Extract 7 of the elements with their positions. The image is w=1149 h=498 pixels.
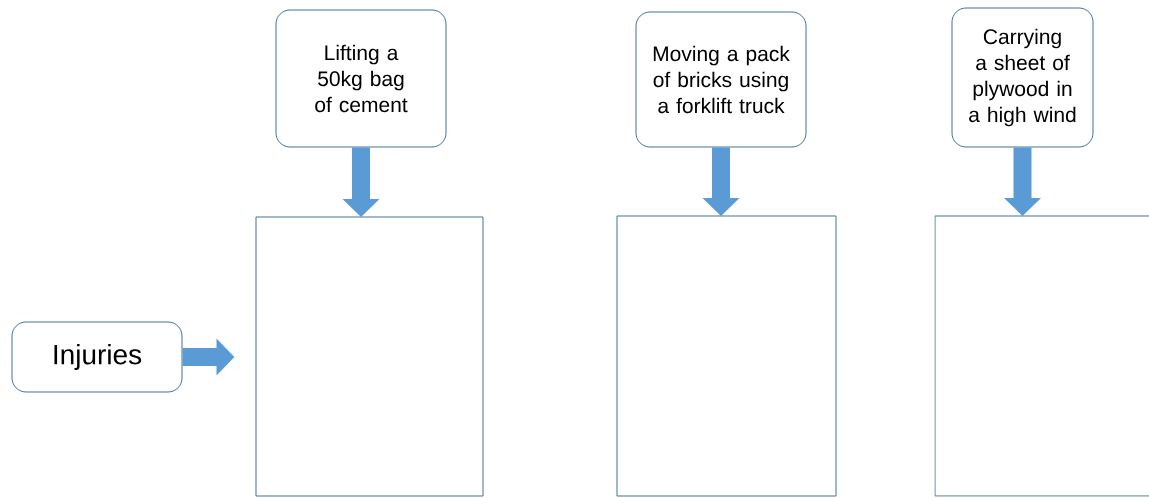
text-box: Moving a pack of bricks using a forklift truck	[635, 11, 807, 148]
text-box: Injuries	[11, 321, 183, 393]
text-box: Lifting a 50kg bag of cement	[275, 9, 447, 148]
empty-box	[934, 215, 1149, 497]
text-box: Carrying a sheet of plywood in a high wind	[951, 7, 1094, 148]
empty-box	[255, 216, 484, 497]
empty-box	[616, 215, 837, 497]
